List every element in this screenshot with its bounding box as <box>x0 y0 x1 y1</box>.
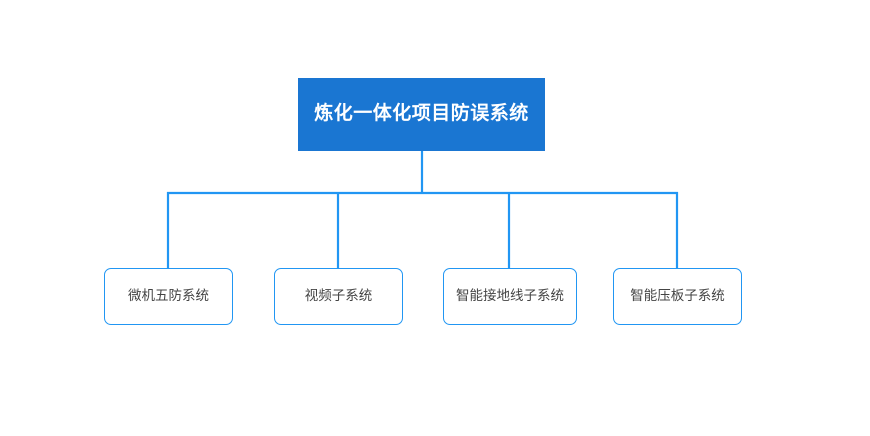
root-node[interactable]: 炼化一体化项目防误系统 <box>298 78 545 151</box>
root-node-label: 炼化一体化项目防误系统 <box>314 103 529 125</box>
child-node-label: 微机五防系统 <box>128 288 209 304</box>
child-node-shipin[interactable]: 视频子系统 <box>274 268 403 325</box>
child-node-weiji-wufang[interactable]: 微机五防系统 <box>104 268 233 325</box>
child-node-label: 智能压板子系统 <box>630 288 725 304</box>
child-node-label: 智能接地线子系统 <box>456 288 564 304</box>
child-node-jiediexian[interactable]: 智能接地线子系统 <box>443 268 577 325</box>
child-node-label: 视频子系统 <box>304 288 373 304</box>
child-node-yaban[interactable]: 智能压板子系统 <box>613 268 742 325</box>
